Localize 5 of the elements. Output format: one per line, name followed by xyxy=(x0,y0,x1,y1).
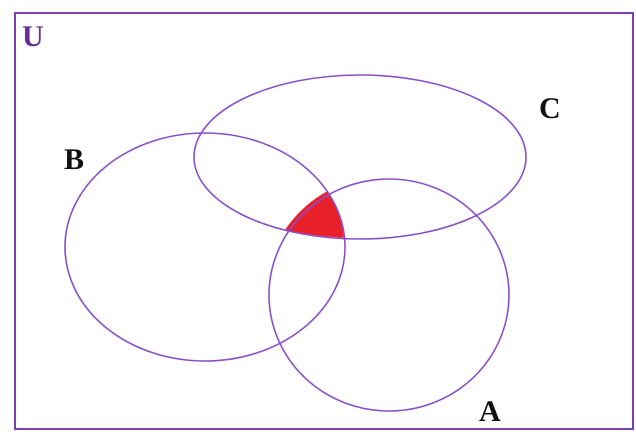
set-label: B xyxy=(64,145,84,175)
universal-set-frame xyxy=(14,12,634,430)
set-label: C xyxy=(539,94,561,124)
set-label: U xyxy=(22,22,44,52)
set-label: A xyxy=(479,397,501,427)
